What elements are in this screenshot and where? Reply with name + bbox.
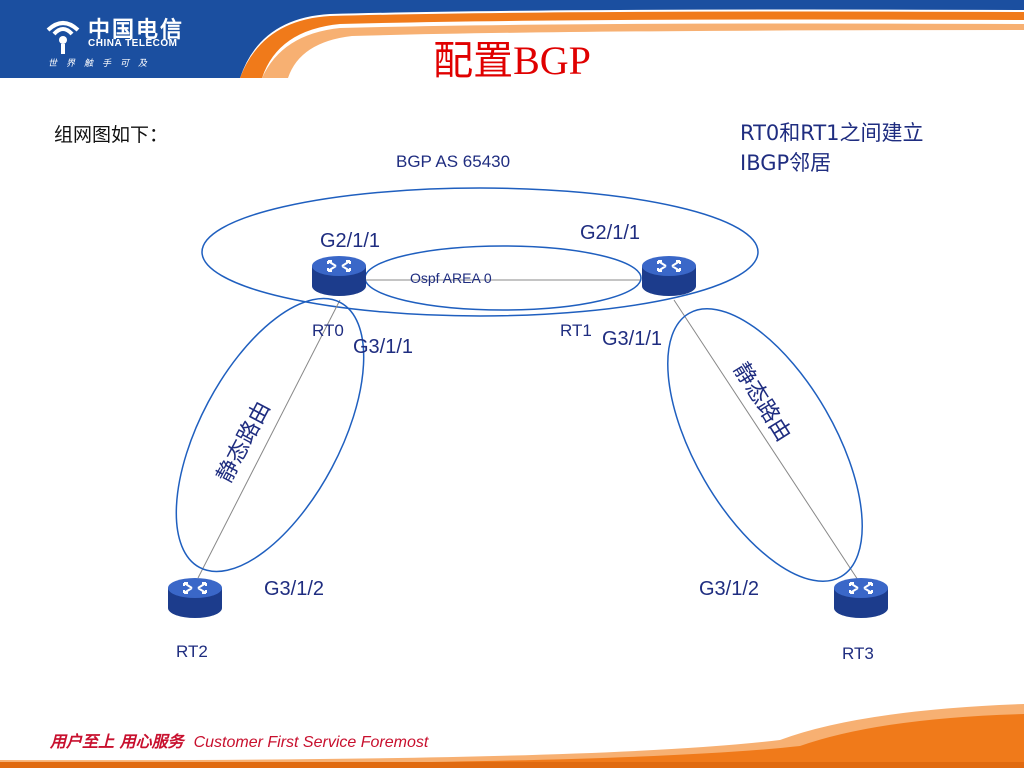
router-icon [642, 256, 696, 296]
logo-slogan: 世界触手可及 [48, 59, 157, 69]
rt2-label: RT2 [176, 642, 208, 661]
link-rt1-rt3 [673, 299, 859, 581]
footer-band [0, 704, 1024, 768]
rt1-label: RT1 [560, 321, 592, 340]
rt1-g2-label: G2/1/1 [580, 222, 641, 244]
ospf-area-label: Ospf AREA 0 [410, 270, 492, 286]
rt0-g2-label: G2/1/1 [320, 230, 381, 252]
router-icon [312, 256, 366, 296]
rt3-label: RT3 [842, 644, 874, 663]
page-title: 配置BGP [433, 38, 591, 83]
ospf-ellipse [364, 245, 642, 311]
footer-slogan: 用户至上 用心服务 Customer First Service Foremost [50, 728, 428, 752]
bgp-ellipse [201, 187, 759, 317]
router-icon [168, 578, 222, 618]
footer-slogan-cn: 用户至上 用心服务 [50, 732, 184, 751]
rt2-g3-label: G3/1/2 [264, 578, 325, 600]
logo-english-text: CHINA TELECOM [88, 38, 178, 49]
rt3-g3-label: G3/1/2 [699, 578, 760, 600]
rt0-g3-label: G3/1/1 [353, 336, 414, 358]
link-rt0-rt2 [197, 299, 341, 579]
header-band [0, 0, 1024, 78]
rt1-g3-label: G3/1/1 [602, 328, 663, 350]
intro-text: 组网图如下： [54, 124, 169, 146]
logo-chinese-text: 中国电信 [88, 18, 185, 43]
rt0-label: RT0 [312, 321, 344, 340]
static-ellipse-left [175, 297, 365, 573]
china-telecom-logo-icon [46, 21, 80, 54]
footer-slogan-en: Customer First Service Foremost [193, 734, 429, 751]
static-ellipse-right [667, 308, 863, 582]
router-icon [834, 578, 888, 618]
ibgp-note: RT0和RT1之间建立IBGP邻居 [740, 121, 924, 175]
bgp-as-label: BGP AS 65430 [396, 152, 511, 171]
